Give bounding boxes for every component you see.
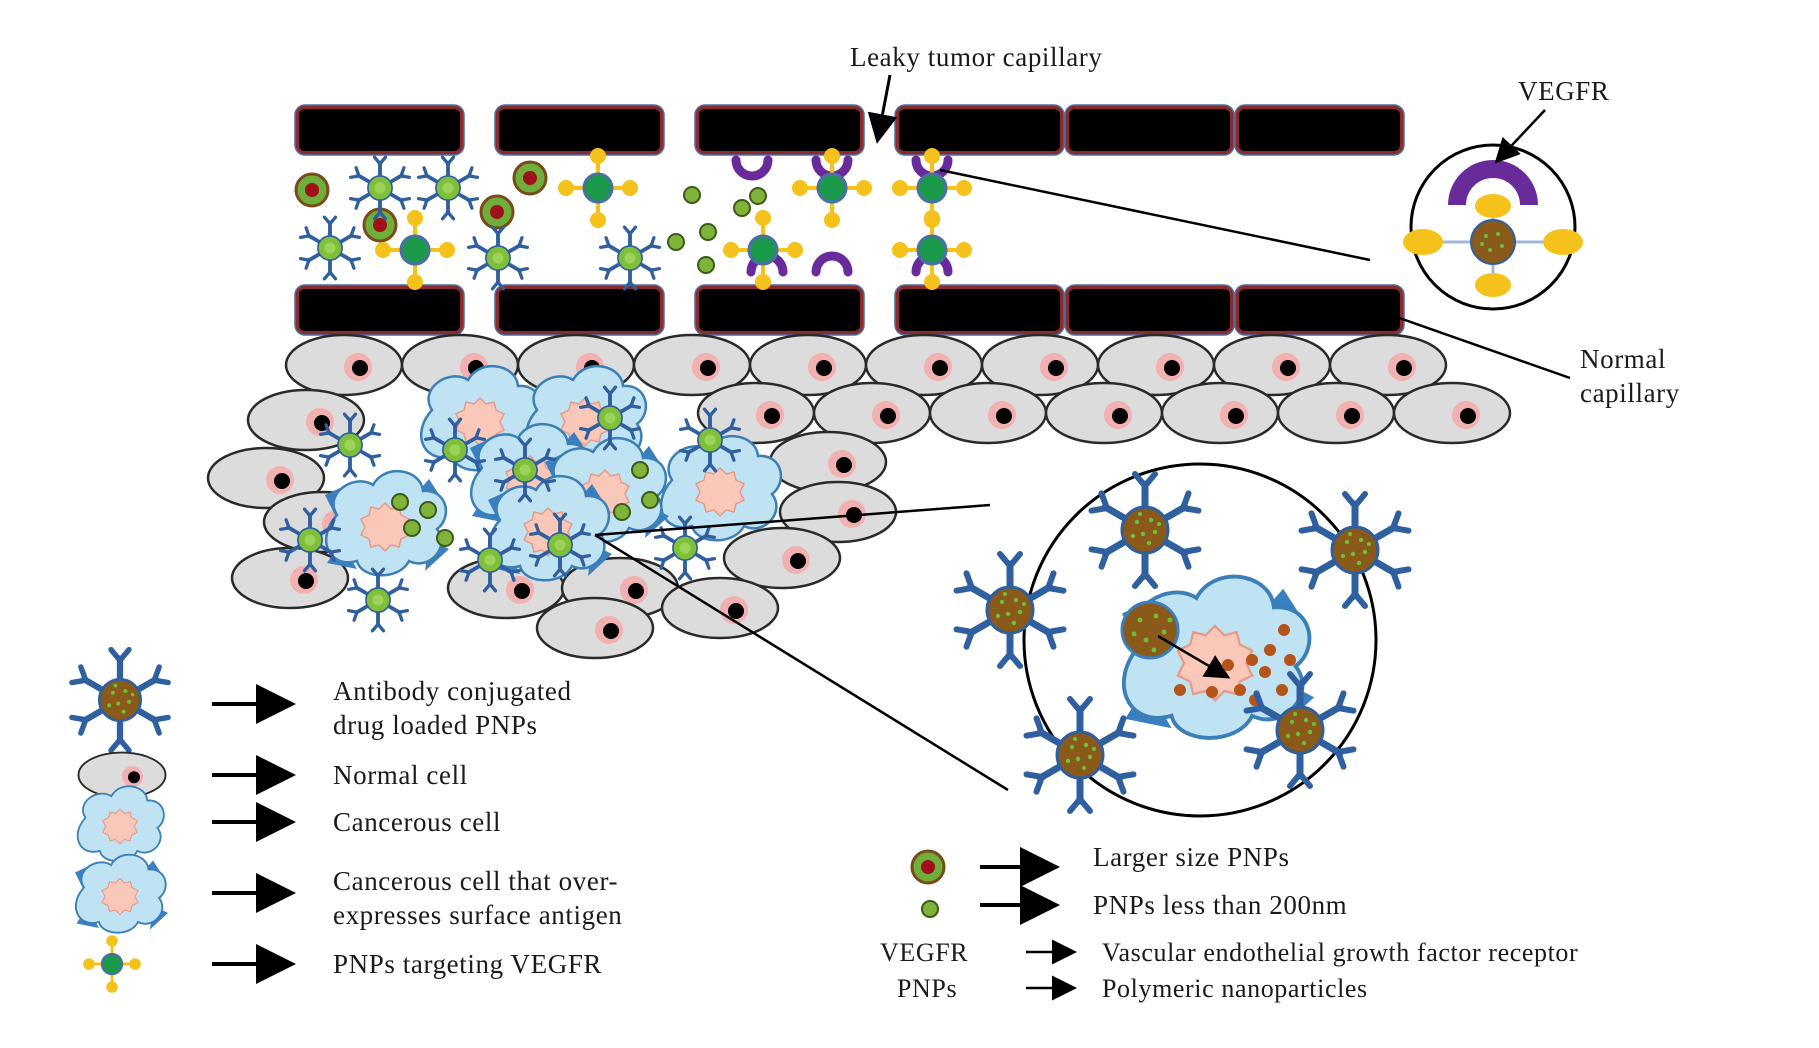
legend-text-small-pnp: PNPs less than 200nm	[1093, 890, 1347, 920]
large-pnp-icon	[910, 849, 946, 885]
abbreviations: VEGFR Vascular endothelial growth factor…	[880, 938, 1578, 1003]
legend-text-antigen-line1: Cancerous cell that over-	[333, 866, 618, 896]
leaky-capillary-label: Leaky tumor capillary	[850, 42, 1103, 144]
legend-item-normal-cell: Normal cell	[77, 751, 468, 799]
abbr-vegfr-meaning: Vascular endothelial growth factor recep…	[1102, 938, 1578, 967]
cancerous-cell-icon	[76, 785, 165, 863]
normal-capillary-line1: Normal	[1580, 344, 1666, 374]
capillary	[293, 103, 1406, 337]
capillary-particles	[294, 146, 974, 292]
legend-item-antibody-pnp: Antibody conjugated drug loaded PNPs	[72, 650, 572, 751]
legend-item-antigen-cell: Cancerous cell that over- expresses surf…	[75, 855, 622, 933]
legend-text-antibody-line2: drug loaded PNPs	[333, 710, 538, 740]
legend-left: Antibody conjugated drug loaded PNPs Nor…	[72, 650, 622, 995]
legend-text-antigen-line2: expresses surface antigen	[333, 900, 622, 930]
legend-text-antibody-line1: Antibody conjugated	[333, 676, 572, 706]
normal-capillary-label: Normal capillary	[1343, 294, 1680, 408]
small-pnp-icon	[921, 900, 939, 918]
legend-text-vegfr-pnp: PNPs targeting VEGFR	[333, 949, 602, 979]
vegfr-zoom	[939, 109, 1583, 311]
legend-text-normal-cell: Normal cell	[333, 760, 468, 790]
legend-right: Larger size PNPs PNPs less than 200nm	[910, 842, 1347, 925]
legend-item-vegfr-pnp: PNPs targeting VEGFR	[81, 933, 602, 995]
legend-text-cancerous-cell: Cancerous cell	[333, 807, 501, 837]
normal-capillary-line2: capillary	[1580, 378, 1680, 408]
legend-text-large-pnp: Larger size PNPs	[1093, 842, 1290, 872]
vegfr-pnp-icon	[81, 933, 143, 995]
leaky-capillary-text: Leaky tumor capillary	[850, 42, 1103, 72]
abbr-pnps-meaning: Polymeric nanoparticles	[1102, 974, 1368, 1003]
vegfr-label: VEGFR	[1518, 76, 1610, 106]
tumor-zoom	[594, 462, 1408, 818]
antibody-pnp-icon	[72, 650, 168, 751]
legend-item-small-pnp: PNPs less than 200nm	[921, 885, 1347, 925]
abbr-pnps: PNPs	[897, 974, 957, 1003]
abbr-vegfr: VEGFR	[880, 938, 968, 967]
antigen-cell-icon	[75, 855, 168, 933]
legend-item-large-pnp: Larger size PNPs	[910, 842, 1290, 887]
legend-item-cancerous-cell: Cancerous cell	[76, 785, 501, 863]
